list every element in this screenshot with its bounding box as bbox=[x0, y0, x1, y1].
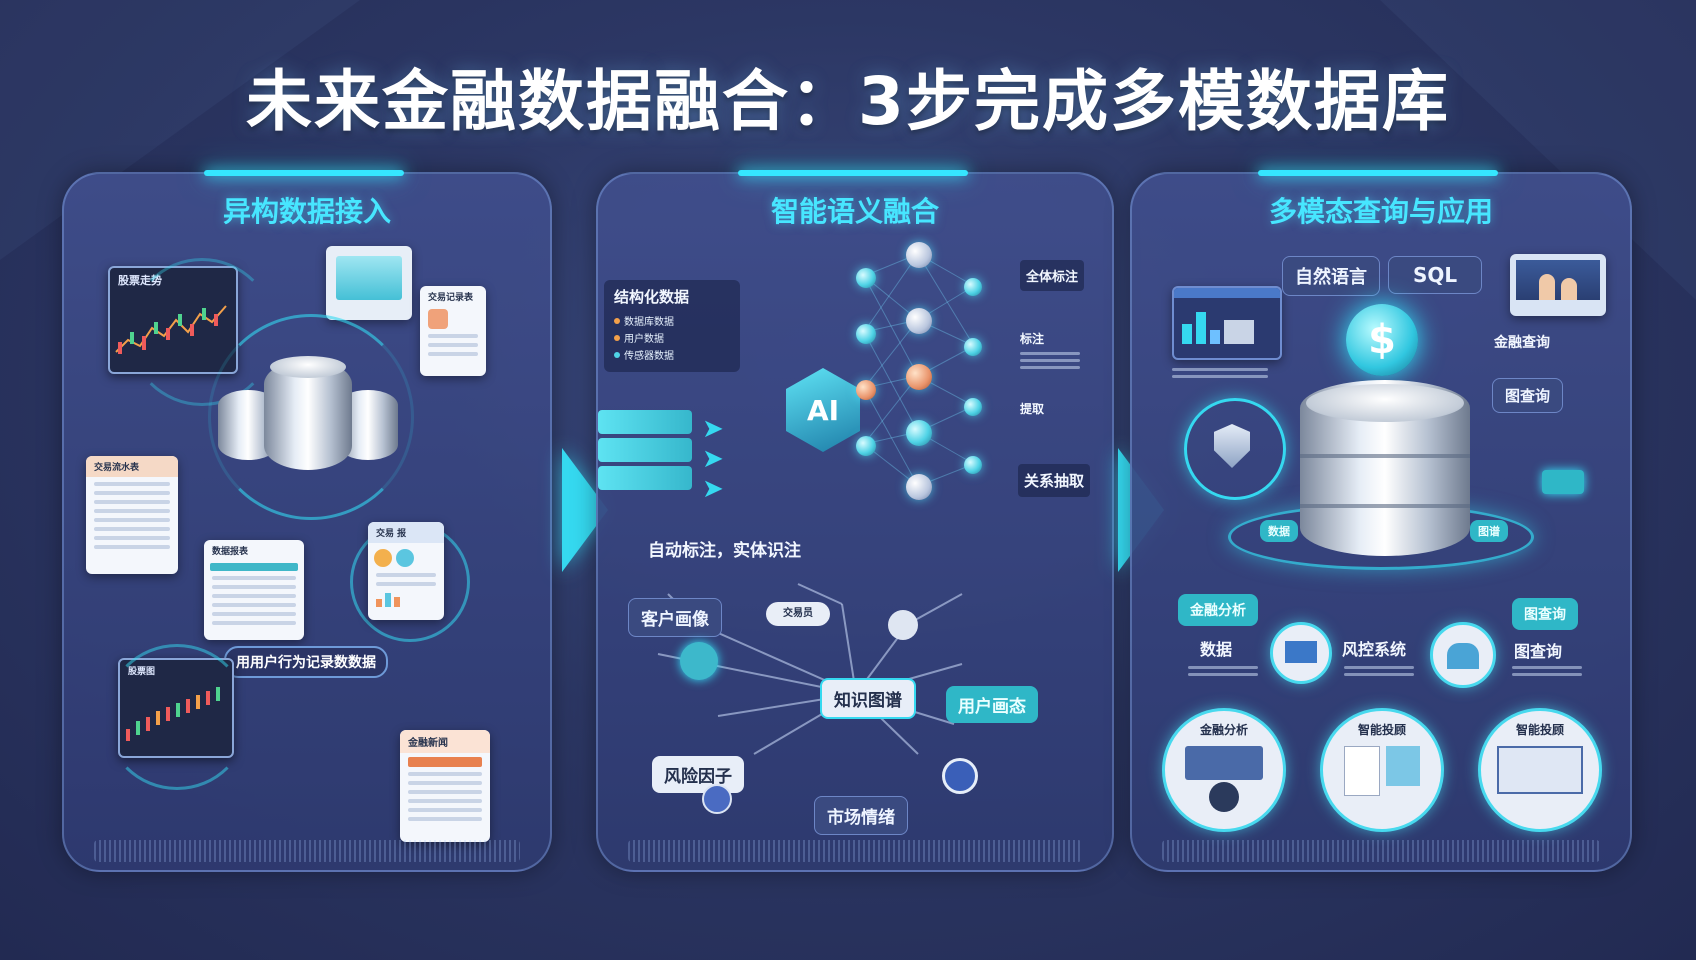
structured-data-title: 结构化数据 bbox=[614, 288, 690, 306]
network-node bbox=[964, 338, 982, 356]
info-lines bbox=[1344, 662, 1414, 680]
report-card: 交易 报 bbox=[368, 522, 444, 620]
panel-title: 异构数据接入 bbox=[222, 195, 391, 228]
auto-annotation-label: 自动标注，实体识注 bbox=[648, 541, 801, 561]
panel-title: 智能语义融合 bbox=[770, 195, 939, 228]
network-node bbox=[906, 242, 932, 268]
financial-analysis-tag: 金融分析 bbox=[1178, 594, 1258, 626]
card-title: 交易 报 bbox=[368, 522, 444, 543]
network-node bbox=[906, 308, 932, 334]
chat-icon bbox=[942, 758, 978, 794]
financial-query-label: 金融查询 bbox=[1494, 335, 1550, 351]
structured-row: 传感器数据 bbox=[624, 351, 674, 362]
flow-ring bbox=[104, 644, 250, 790]
tag-relation-extraction: 关系抽取 bbox=[1018, 464, 1091, 497]
card-title: 金融新闻 bbox=[400, 730, 490, 753]
database-icon bbox=[218, 356, 398, 480]
network-node bbox=[906, 420, 932, 446]
panel-glow-bar bbox=[738, 170, 968, 176]
video-call-monitor bbox=[1510, 254, 1606, 316]
wave-decoration bbox=[1162, 840, 1600, 862]
card-title: 数据报表 bbox=[212, 547, 249, 557]
robo-advisor-circle-2: 智能投顾 bbox=[1478, 708, 1602, 832]
monitor-icon bbox=[326, 246, 412, 320]
card-title: 交易流水表 bbox=[86, 456, 178, 477]
graph-tag: 图谱 bbox=[1470, 520, 1508, 542]
network-node bbox=[856, 324, 876, 344]
risk-system-label: 风控系统 bbox=[1342, 640, 1407, 659]
data-tag: 数据 bbox=[1260, 520, 1298, 542]
user-avatar-icon bbox=[428, 309, 448, 329]
tag-annotation: 标注 bbox=[1020, 332, 1045, 346]
user-behavior-bubble: 用用户行为记录数数据 bbox=[224, 646, 388, 678]
monitor-circle-icon bbox=[1270, 622, 1332, 684]
bulb-icon bbox=[702, 784, 732, 814]
trade-record-card: 交易记录表 bbox=[420, 286, 486, 376]
page-title: 未来金融数据融合：3步完成多模数据库 bbox=[246, 63, 1450, 140]
network-node bbox=[906, 364, 932, 390]
user-icon bbox=[680, 642, 718, 680]
network-node bbox=[964, 398, 982, 416]
flow-ring bbox=[128, 258, 276, 406]
graph-query-tag: 图查询 bbox=[1512, 598, 1578, 630]
tag-full-annotation: 全体标注 bbox=[1020, 260, 1085, 291]
panel-glow-bar bbox=[1258, 170, 1498, 176]
circle-label: 金融分析 bbox=[1199, 723, 1248, 737]
dashboard-lines bbox=[1172, 364, 1268, 382]
panel-multimodal-query: 多模态查询与应用 自然语言 SQL $ 金融查询 图查询 数据 图谱 金融分析 … bbox=[1130, 170, 1632, 872]
info-lines bbox=[1188, 662, 1258, 680]
financial-news-card: 金融新闻 bbox=[400, 730, 490, 842]
panel-title: 多模态查询与应用 bbox=[1268, 195, 1493, 228]
network-node bbox=[856, 268, 876, 288]
financial-analysis-circle: 金融分析 bbox=[1162, 708, 1286, 832]
dashboard-card bbox=[1172, 286, 1282, 360]
server-stack-icon bbox=[598, 410, 692, 502]
structured-row: 数据库数据 bbox=[624, 317, 674, 328]
network-node bbox=[964, 456, 982, 474]
natural-language-button[interactable]: 自然语言 bbox=[1282, 256, 1380, 296]
dollar-orb-icon: $ bbox=[1346, 304, 1418, 376]
circle-label: 智能投顾 bbox=[1357, 723, 1406, 737]
person-icon bbox=[888, 610, 918, 640]
tag-lines bbox=[1020, 348, 1080, 373]
kg-center: 知识图谱 bbox=[820, 678, 916, 719]
card-title: 交易记录表 bbox=[428, 293, 474, 303]
data-label: 数据 bbox=[1200, 640, 1233, 659]
transaction-table-card: 交易流水表 bbox=[86, 456, 178, 574]
card-icon bbox=[1542, 470, 1584, 494]
network-node bbox=[856, 436, 876, 456]
structured-data-box: 结构化数据 数据库数据 用户数据 传感器数据 bbox=[604, 280, 740, 372]
graph-query-label: 图查询 bbox=[1492, 378, 1564, 413]
wave-decoration bbox=[94, 840, 520, 862]
kg-customer-profile: 客户画像 bbox=[628, 598, 722, 637]
panel-glow-bar bbox=[204, 170, 404, 176]
network-node bbox=[856, 380, 876, 400]
flow-arrows-icon: ➤➤➤ bbox=[702, 414, 724, 504]
kg-risk-factor: 风险因子 bbox=[652, 756, 744, 793]
sql-button[interactable]: SQL bbox=[1388, 256, 1483, 294]
structured-row: 用户数据 bbox=[624, 334, 664, 345]
network-node bbox=[906, 474, 932, 500]
central-database-icon bbox=[1300, 380, 1470, 556]
tag-extract: 提取 bbox=[1020, 402, 1045, 416]
graph-query-label-2: 图查询 bbox=[1514, 642, 1563, 661]
people-circle-icon bbox=[1430, 622, 1496, 688]
robo-advisor-circle: 智能投顾 bbox=[1320, 708, 1444, 832]
shield-ring bbox=[1184, 398, 1286, 500]
database-ring bbox=[208, 314, 414, 520]
trader-node: 交易员 bbox=[766, 602, 830, 626]
circle-label: 智能投顾 bbox=[1515, 723, 1564, 737]
panel-data-ingestion: 异构数据接入 股票走势 交易记录表 交易流水表 bbox=[62, 170, 552, 872]
network-node bbox=[964, 278, 982, 296]
kg-market-sentiment: 市场情绪 bbox=[814, 796, 908, 835]
panel-semantic-fusion: 智能语义融合 结构化数据 数据库数据 用户数据 传感器数据 ➤➤➤ AI bbox=[596, 170, 1114, 872]
kg-app-profile: 用户画态 bbox=[946, 686, 1038, 723]
data-report-card: 数据报表 bbox=[204, 540, 304, 640]
info-lines bbox=[1512, 662, 1582, 680]
wave-decoration bbox=[628, 840, 1082, 862]
